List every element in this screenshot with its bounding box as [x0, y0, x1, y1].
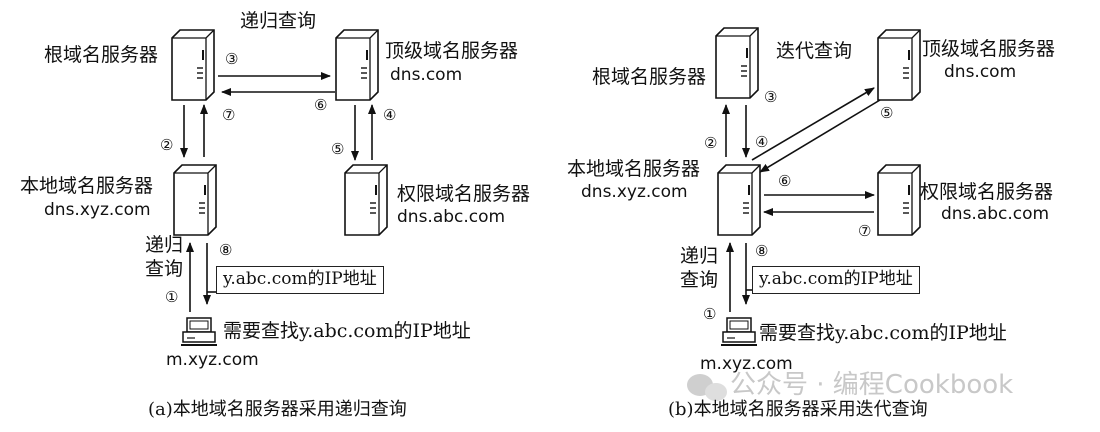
top-server-icon-b: [877, 29, 921, 101]
step-6-b: ⑥: [778, 172, 792, 190]
query-type-line2-b: 查询: [680, 269, 719, 291]
arrow-step-5-b: [759, 99, 881, 173]
top-server-host: dns.com: [390, 65, 463, 85]
local-server-host: dns.xyz.com: [44, 200, 151, 220]
step-8-b: ⑧: [755, 242, 769, 260]
query-type-line2: 查询: [145, 258, 184, 280]
result-box: y.abc.com的IP地址: [216, 266, 384, 294]
iterative-query-title: 迭代查询: [776, 40, 853, 62]
step-8: ⑧: [219, 241, 233, 259]
step-1: ①: [165, 288, 179, 306]
caption-a: (a)本地域名服务器采用递归查询: [148, 399, 407, 420]
step-7-b: ⑦: [858, 222, 872, 240]
left-arrows: [180, 72, 376, 312]
step-3-b: ③: [764, 88, 778, 106]
step-1-b: ①: [703, 305, 717, 323]
caption-b: (b)本地域名服务器采用迭代查询: [668, 399, 928, 420]
auth-server-host: dns.abc.com: [397, 207, 506, 227]
recursive-query-title: 递归查询: [240, 10, 317, 32]
query-type-line1-b: 递归: [680, 245, 719, 267]
auth-server-icon: [344, 164, 388, 236]
step-5: ⑤: [331, 140, 345, 158]
right-arrows: [722, 87, 881, 312]
step-5-b: ⑤: [880, 104, 894, 122]
local-server-icon: [173, 164, 217, 236]
step-3: ③: [225, 50, 239, 68]
top-server-label-b: 顶级域名服务器: [922, 38, 1056, 60]
client-query-text: 需要查找y.abc.com的IP地址: [223, 320, 471, 342]
local-server-label-b: 本地域名服务器: [567, 158, 701, 180]
wechat-icon: [687, 374, 727, 401]
root-server-icon: [171, 29, 215, 101]
watermark-text: 公众号 · 编程Cookbook: [730, 370, 1014, 400]
root-server-icon-b: [715, 27, 759, 99]
auth-server-label: 权限域名服务器: [397, 183, 531, 205]
local-server-host-b: dns.xyz.com: [581, 182, 688, 202]
client-query-text-b: 需要查找y.abc.com的IP地址: [759, 322, 1007, 344]
result-box-b: y.abc.com的IP地址: [752, 266, 920, 294]
top-server-label: 顶级域名服务器: [385, 40, 519, 62]
root-server-label: 根域名服务器: [44, 44, 159, 66]
auth-server-icon-b: [877, 164, 921, 236]
top-server-host-b: dns.com: [944, 62, 1017, 82]
client-computer-icon-b: [720, 317, 758, 346]
arrow-step-4-b: [751, 87, 875, 161]
auth-server-label-b: 权限域名服务器: [920, 181, 1054, 203]
step-6: ⑥: [314, 96, 328, 114]
client-host: m.xyz.com: [166, 350, 259, 370]
step-2: ②: [160, 136, 174, 154]
top-server-icon: [335, 29, 379, 101]
root-server-label-b: 根域名服务器: [592, 66, 707, 88]
step-2-b: ②: [704, 134, 718, 152]
local-server-label: 本地域名服务器: [20, 175, 154, 197]
query-type-line1: 递归: [145, 234, 184, 256]
client-host-b: m.xyz.com: [700, 354, 793, 374]
step-4-b: ④: [755, 133, 769, 151]
step-7: ⑦: [222, 106, 236, 124]
step-4: ④: [383, 106, 397, 124]
client-computer-icon: [180, 317, 218, 346]
local-server-icon-b: [717, 164, 761, 236]
auth-server-host-b: dns.abc.com: [941, 204, 1050, 224]
